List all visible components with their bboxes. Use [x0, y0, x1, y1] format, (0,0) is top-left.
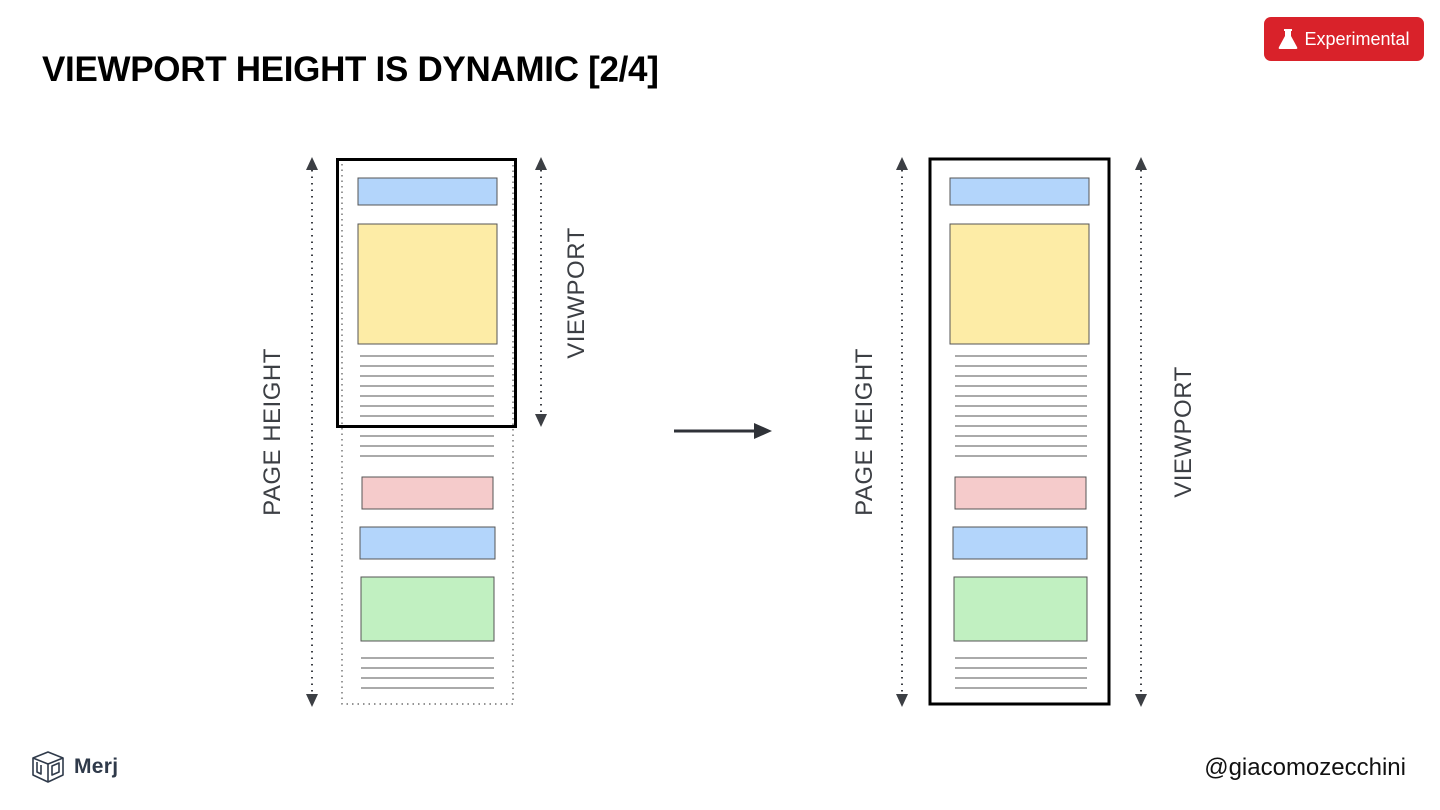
right-viewport-label: VIEWPORT	[1170, 366, 1197, 498]
left-viewport-label: VIEWPORT	[563, 227, 590, 359]
right-green-block	[953, 576, 1088, 642]
left-page-height-arrow	[306, 157, 318, 707]
right-text-lines-1	[955, 355, 1087, 457]
right-text-lines-2	[955, 657, 1087, 689]
page-title: VIEWPORT HEIGHT IS DYNAMIC [2/4]	[42, 50, 659, 89]
experimental-badge: Experimental	[1264, 17, 1424, 61]
left-text-lines-1	[360, 355, 494, 457]
right-viewport-arrow	[1135, 157, 1147, 707]
left-diagram: PAGE HEIGHT	[259, 157, 590, 707]
left-blue-block-1	[357, 177, 498, 206]
left-pink-block	[361, 476, 494, 510]
arrow-right-icon	[674, 423, 772, 439]
footer-brand: Merj	[74, 755, 119, 778]
left-yellow-block	[357, 223, 498, 345]
left-viewport-arrow	[535, 157, 547, 427]
right-viewport-frame	[928, 157, 1111, 706]
right-pink-block	[954, 476, 1087, 510]
right-page-height-arrow	[896, 157, 908, 707]
author-handle: @giacomozecchini	[1204, 754, 1406, 781]
left-green-block	[360, 576, 495, 642]
right-yellow-block	[949, 223, 1090, 345]
merj-cube-icon	[32, 751, 64, 783]
right-blue-block-1	[949, 177, 1090, 206]
badge-label: Experimental	[1304, 28, 1410, 49]
right-blue-block-2	[952, 526, 1088, 560]
right-diagram: PAGE HEIGHT	[851, 157, 1197, 707]
footer-logo: Merj	[30, 750, 118, 784]
left-blue-block-2	[359, 526, 496, 560]
left-text-lines-2	[361, 657, 494, 689]
flask-icon	[1279, 29, 1298, 49]
right-page-height-label: PAGE HEIGHT	[851, 348, 878, 516]
left-viewport-frame	[336, 158, 517, 428]
left-page-height-label: PAGE HEIGHT	[259, 348, 286, 516]
